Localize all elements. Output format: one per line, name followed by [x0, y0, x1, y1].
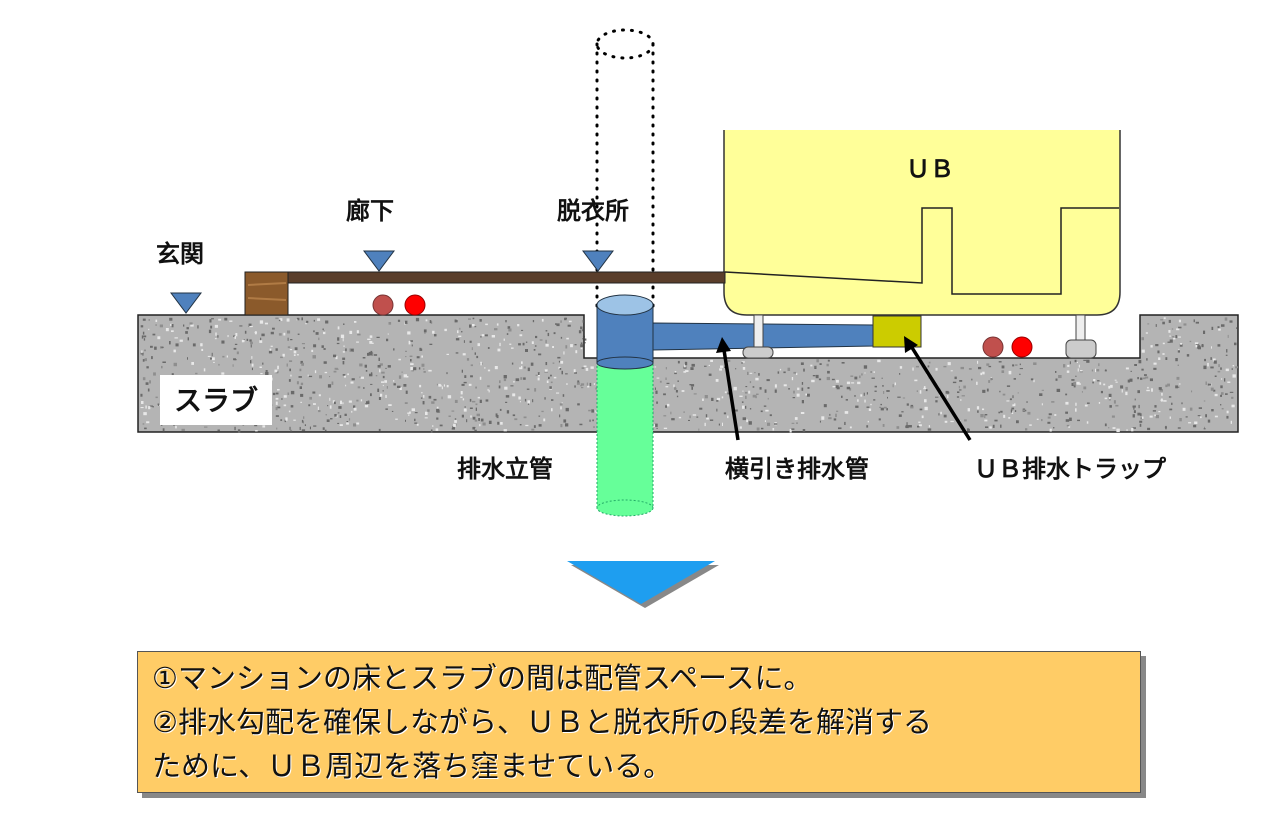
slab: [137, 314, 1239, 434]
summary-note: ①マンションの床とスラブの間は配管スペースに。 ②排水勾配を確保しながら、ＵＢと…: [137, 651, 1141, 793]
label-datsuijo: 脱衣所: [557, 197, 629, 225]
ub-leg: [753, 314, 764, 352]
pipe-section-icon: [1011, 336, 1033, 358]
level-marker-icon: [170, 292, 202, 314]
pointer-arrow: [722, 345, 972, 441]
pipe-section-icon: [982, 336, 1004, 358]
label-genkan: 玄関: [156, 240, 204, 268]
entrance-step-wood: [244, 271, 289, 316]
down-arrow-icon: [567, 561, 715, 604]
label-ub-trap: ＵＢ排水トラップ: [974, 455, 1167, 483]
label-stack-pipe: 排水立管: [457, 455, 553, 483]
stack-pipe-lower: [596, 359, 654, 509]
stack-above-dotted: [595, 28, 655, 314]
unit-bath-floor-line: [724, 207, 1119, 295]
pipe-section-icon: [372, 294, 394, 316]
label-horizontal-pipe: 横引き排水管: [725, 455, 869, 483]
label-rouka: 廊下: [346, 197, 394, 225]
ub-foot: [742, 346, 774, 359]
note-line: ために、ＵＢ周辺を落ち窪ませている。: [152, 749, 673, 783]
slab-label-box: [160, 375, 272, 425]
level-marker-icon: [363, 250, 395, 272]
pipe-section-icon: [404, 294, 426, 316]
label-ub: ＵＢ: [906, 155, 954, 183]
floor-board: [287, 271, 726, 284]
ub-foot: [1065, 339, 1097, 359]
arrowhead-icon: [716, 337, 731, 353]
level-marker-icon: [582, 250, 614, 272]
arrowhead-icon: [904, 336, 918, 353]
label-slab: スラブ: [174, 384, 258, 417]
note-line: ①マンションの床とスラブの間は配管スペースに。: [152, 661, 813, 695]
note-line: ②排水勾配を確保しながら、ＵＢと脱衣所の段差を解消する: [152, 705, 932, 739]
